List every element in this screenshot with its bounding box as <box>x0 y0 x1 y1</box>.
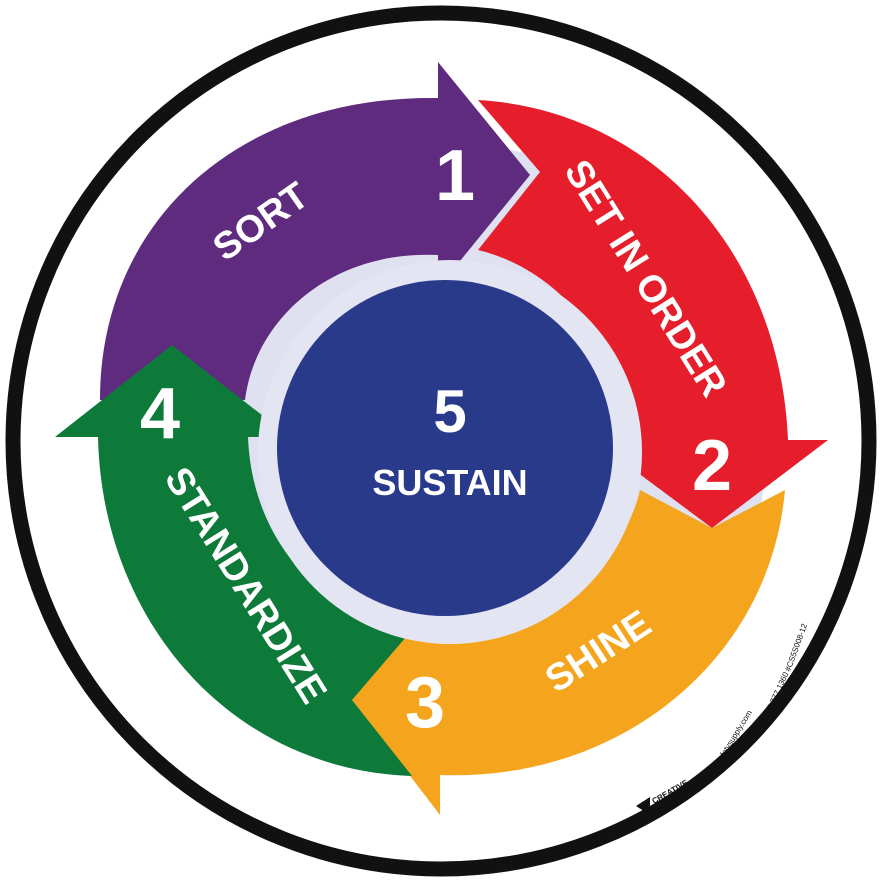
set-in-order-arrow <box>478 100 828 528</box>
center-number: 5 <box>433 378 466 445</box>
shine-arrow <box>352 490 785 815</box>
step-3-number: 3 <box>405 663 445 743</box>
step-2-number: 2 <box>692 426 732 506</box>
step-1-number: 1 <box>435 136 475 216</box>
center-label: SUSTAIN <box>372 462 527 503</box>
brand-logo-mark <box>636 797 650 815</box>
step-4-number: 4 <box>140 374 180 454</box>
standardize-arrow <box>55 345 412 776</box>
sort-arrow <box>100 62 530 400</box>
center-circle <box>277 280 613 616</box>
